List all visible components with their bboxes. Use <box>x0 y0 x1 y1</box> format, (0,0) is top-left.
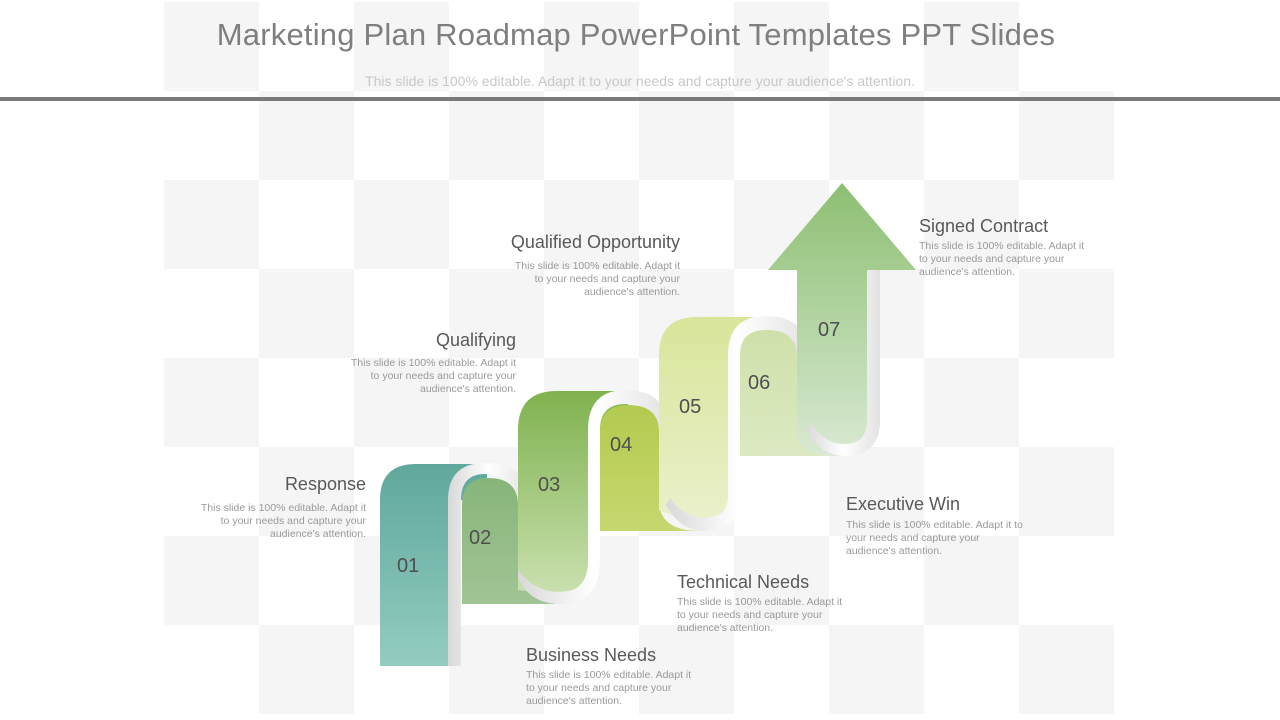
step-02-number: 02 <box>469 527 492 549</box>
step-01-description: This slide is 100% editable. Adapt it to… <box>200 502 366 540</box>
step-03-segment <box>518 391 628 592</box>
checker-cell <box>1019 269 1114 358</box>
checker-cell <box>924 2 1019 91</box>
step-05-label: Qualified Opportunity <box>510 232 680 252</box>
step-01-label: Response <box>284 474 366 494</box>
checker-cell <box>639 91 734 180</box>
checker-cell <box>449 625 544 714</box>
step-02-label: Business Needs <box>526 645 657 665</box>
checker-cell <box>164 2 259 91</box>
checker-cell <box>1019 625 1114 714</box>
header-divider <box>0 97 1280 101</box>
checker-cell <box>164 180 259 269</box>
checker-cell <box>259 447 354 536</box>
step-04-description: This slide is 100% editable. Adapt it to… <box>677 596 843 634</box>
checker-cell <box>829 447 924 536</box>
checker-cell <box>259 269 354 358</box>
step-04-number: 04 <box>610 434 633 456</box>
step-01-number: 01 <box>397 555 420 577</box>
step-06-label: Executive Win <box>846 494 961 514</box>
step-02-description: This slide is 100% editable. Adapt it to… <box>526 669 692 707</box>
step-03-label: Qualifying <box>435 330 516 350</box>
page-subtitle: This slide is 100% editable. Adapt it to… <box>365 73 915 89</box>
step-05-segment <box>659 317 765 518</box>
checker-cell <box>164 536 259 625</box>
checker-cell <box>259 91 354 180</box>
checker-cell <box>164 358 259 447</box>
checker-cell <box>544 180 639 269</box>
step-06-description: This slide is 100% editable. Adapt it to… <box>846 519 1023 557</box>
step-04-segment <box>600 405 700 531</box>
checker-cell <box>449 91 544 180</box>
step-06-number: 06 <box>748 372 771 394</box>
checker-cell <box>829 91 924 180</box>
step-05-description: This slide is 100% editable. Adapt it to… <box>514 260 680 298</box>
checker-cell <box>734 536 829 625</box>
checker-cell <box>1019 91 1114 180</box>
checker-cell <box>924 536 1019 625</box>
checker-cell <box>734 2 829 91</box>
step-07-description: This slide is 100% editable. Adapt it to… <box>919 240 1085 278</box>
checker-cell <box>924 358 1019 447</box>
checker-cell <box>639 625 734 714</box>
step-03-description: This slide is 100% editable. Adapt it to… <box>350 357 516 395</box>
step-05-number: 05 <box>679 396 702 418</box>
step-07-label: Signed Contract <box>919 216 1049 236</box>
checker-cell <box>829 625 924 714</box>
checker-cell <box>354 180 449 269</box>
step-03-ribbon-edge <box>518 390 671 604</box>
checker-cell <box>354 2 449 91</box>
checker-cell <box>354 358 449 447</box>
step-07-number: 07 <box>818 319 841 341</box>
step-02-segment <box>462 478 555 604</box>
checker-cell <box>1019 447 1114 536</box>
checker-cell <box>449 269 544 358</box>
step-07-ribbon-edge <box>806 270 880 456</box>
step-03-number: 03 <box>538 474 561 496</box>
step-05-ribbon-edge <box>666 316 809 531</box>
checker-cell <box>544 2 639 91</box>
step-06-segment <box>740 330 838 456</box>
step-04-label: Technical Needs <box>677 572 810 592</box>
checker-cell <box>924 180 1019 269</box>
checker-cell <box>259 625 354 714</box>
page-title: Marketing Plan Roadmap PowerPoint Templa… <box>216 17 1056 52</box>
